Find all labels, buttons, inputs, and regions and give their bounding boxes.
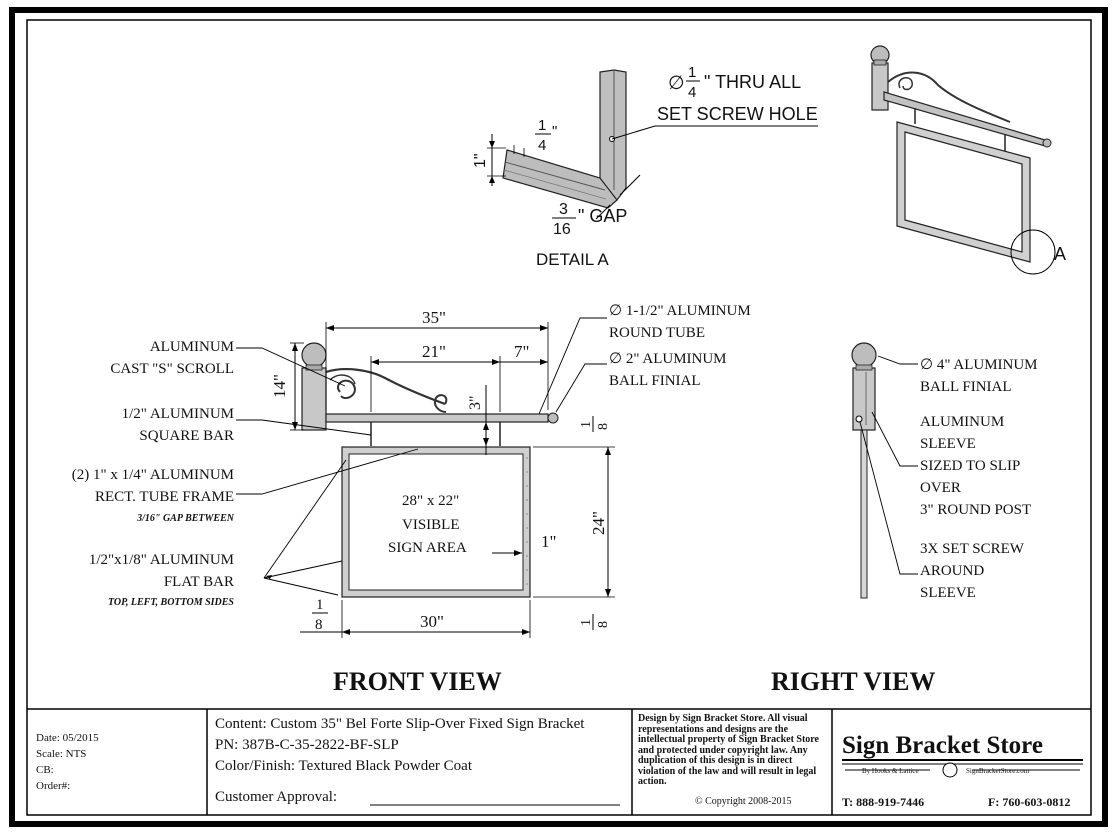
dim-eighth-left-den: 8 — [315, 617, 323, 633]
visible-area-label-2: SIGN AREA — [388, 540, 467, 556]
dim-eighth-left-num: 1 — [316, 597, 324, 613]
front-ball-finial — [301, 342, 327, 368]
right-screw-label-3: SLEEVE — [920, 585, 976, 601]
set-screw-hole-label: SET SCREW HOLE — [657, 104, 818, 124]
iso-sleeve — [871, 62, 889, 111]
detail-a-thick-num: 1 — [538, 117, 546, 134]
phone: T: 888-919-7446 — [842, 795, 925, 809]
dim-3: 3" — [467, 395, 484, 410]
right-sleeve-label-2: SLEEVE — [920, 436, 976, 452]
right-view: ∅ 4" ALUMINUM BALL FINIAL ALUMINUM SLEEV… — [771, 342, 1038, 696]
visible-area-size: 28" x 22" — [402, 493, 459, 509]
scale-field: Scale: NTS — [36, 748, 87, 760]
label-square-2: SQUARE BAR — [139, 428, 234, 444]
title-block-content: Content: Custom 35" Bel Forte Slip-Over … — [215, 714, 630, 808]
dim-7: 7" — [514, 342, 529, 361]
detail-a-dim-1: 1" — [472, 153, 489, 168]
dim-eighth-top-den: 8 — [596, 423, 611, 430]
label-tube-1: ∅ 1-1/2" ALUMINUM — [609, 303, 751, 319]
label-flat-note: TOP, LEFT, BOTTOM SIDES — [108, 597, 234, 608]
legal-notice: Design by Sign Bracket Store. All visual… — [638, 713, 819, 787]
cb-field: CB: — [36, 764, 54, 776]
approval-field[interactable]: Customer Approval: — [215, 789, 338, 805]
gap-den: 16 — [553, 221, 571, 238]
iso-view: A — [870, 45, 1066, 275]
label-frame-note: 3/16" GAP BETWEEN — [136, 513, 235, 524]
front-view-title: FRONT VIEW — [333, 667, 502, 696]
front-sleeve — [301, 367, 327, 431]
brand-url: SignBracketStore.com — [966, 767, 1030, 775]
label-scroll-1: ALUMINUM — [150, 339, 234, 355]
copyright: © Copyright 2008-2015 — [695, 796, 792, 807]
label-flat-1: 1/2"x1/8" ALUMINUM — [89, 552, 234, 568]
date-field: Date: 05/2015 — [36, 732, 99, 744]
hole-frac-den: 4 — [688, 84, 696, 101]
front-round-tube — [325, 413, 549, 423]
label-tube-2: ROUND TUBE — [609, 325, 705, 341]
dim-21: 21" — [422, 342, 446, 361]
visible-area-label: VISIBLE — [402, 517, 460, 533]
hole-label-rest: " THRU ALL — [704, 72, 801, 92]
brand-name: Sign Bracket Store — [842, 732, 1043, 759]
dim-30: 30" — [420, 612, 444, 631]
detail-a-callout-circle — [1010, 229, 1056, 275]
detail-a-thick-den: 4 — [538, 137, 546, 154]
label-flat-2: FLAT BAR — [164, 574, 234, 590]
outer-border — [9, 7, 1108, 827]
title-block-meta: Date: 05/2015 Scale: NTS CB: Order#: — [36, 730, 99, 794]
pn-field: PN: 387B-C-35-2822-BF-SLP — [215, 737, 399, 753]
label-ball-1: ∅ 2" ALUMINUM — [609, 351, 727, 367]
phi-symbol: ∅ — [668, 73, 685, 94]
label-frame-1: (2) 1" x 1/4" ALUMINUM — [72, 467, 234, 483]
fax: F: 760-603-0812 — [988, 795, 1071, 809]
iso-scroll — [887, 71, 1011, 123]
content-field: Content: Custom 35" Bel Forte Slip-Over … — [215, 716, 585, 732]
dim-24: 24" — [589, 511, 608, 535]
detail-a-thick-unit: " — [552, 123, 557, 140]
dim-eighth-bottom-num: 1 — [579, 619, 594, 626]
brand-logo: Sign Bracket Store By Hooks & Lattice Si… — [842, 732, 1083, 778]
detail-a-horizontal-leg — [502, 149, 618, 209]
right-sleeve-label-3: SIZED TO SLIP — [920, 458, 1020, 474]
right-screw-label-1: 3X SET SCREW — [920, 541, 1025, 557]
detail-a-title: DETAIL A — [536, 250, 609, 269]
dim-eighth-bottom-den: 8 — [596, 621, 611, 628]
right-ball-label-1: ∅ 4" ALUMINUM — [920, 357, 1038, 373]
order-field: Order#: — [36, 780, 71, 792]
front-view: 28" x 22" VISIBLE SIGN AREA 35" 21" 7" 1… — [72, 303, 751, 696]
dim-35: 35" — [422, 308, 446, 327]
front-scroll — [325, 368, 446, 406]
detail-a: ∅ 1 4 " THRU ALL SET SCREW HOLE 1" 1 4 "… — [472, 64, 818, 269]
detail-a-vertical-leg — [599, 69, 627, 201]
right-screw-label-2: AROUND — [920, 563, 984, 579]
right-sleeve-label-4: OVER — [920, 480, 961, 496]
label-frame-2: RECT. TUBE FRAME — [95, 489, 234, 505]
dim-1: 1" — [541, 532, 556, 551]
gap-label: " GAP — [578, 206, 627, 226]
brand-sub: By Hooks & Lattice — [862, 767, 919, 775]
label-scroll-2: CAST "S" SCROLL — [110, 361, 234, 377]
right-sleeve-label-1: ALUMINUM — [920, 414, 1004, 430]
inner-border — [26, 19, 1092, 816]
label-square-1: 1/2" ALUMINUM — [122, 406, 234, 422]
finish-field: Color/Finish: Textured Black Powder Coat — [215, 758, 472, 774]
gap-num: 3 — [559, 201, 568, 218]
label-ball-2: BALL FINIAL — [609, 373, 701, 389]
hole-frac-num: 1 — [688, 64, 696, 81]
dim-14: 14" — [270, 374, 289, 398]
dim-eighth-top-num: 1 — [579, 421, 594, 428]
right-post — [860, 429, 868, 599]
front-visible-area — [348, 453, 524, 591]
front-tube-ball — [547, 412, 559, 424]
right-ball-label-2: BALL FINIAL — [920, 379, 1012, 395]
detail-a-callout-letter: A — [1054, 244, 1066, 264]
right-view-title: RIGHT VIEW — [771, 667, 935, 696]
right-ball-finial — [851, 342, 877, 368]
right-sleeve-label-5: 3" ROUND POST — [920, 502, 1031, 518]
